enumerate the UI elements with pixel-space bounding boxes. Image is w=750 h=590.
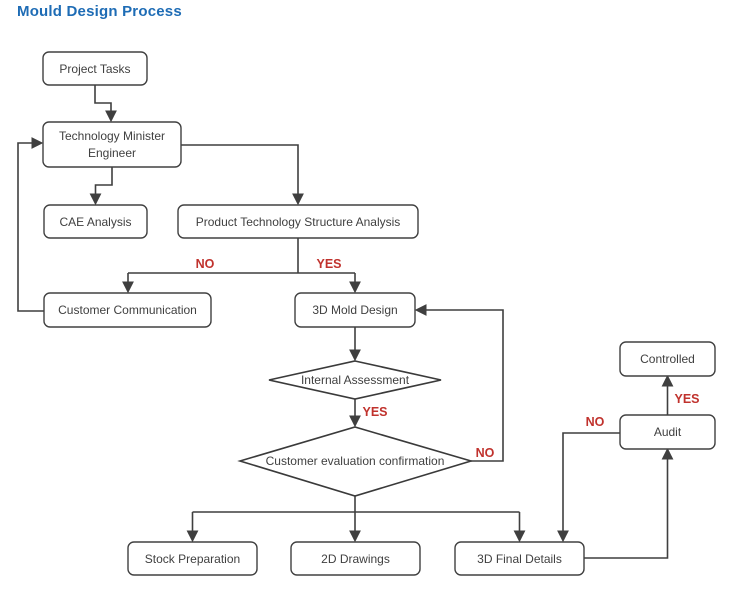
edge-communication-to-minister-feedback bbox=[17, 137, 44, 312]
cae-analysis-label: CAE Analysis bbox=[59, 215, 131, 229]
customer-evaluation-diamond bbox=[237, 426, 474, 497]
controlled-box bbox=[619, 341, 716, 377]
mold-design-box bbox=[294, 292, 416, 328]
final-details-box bbox=[454, 541, 585, 576]
node-customer-evaluation-confirmation: Customer evaluation confirmation bbox=[237, 426, 474, 497]
stock-preparation-box bbox=[127, 541, 258, 576]
node-3d-mold-design: 3D Mold Design bbox=[294, 292, 416, 328]
node-product-structure-analysis: Product Technology Structure Analysis bbox=[177, 204, 419, 239]
stock-preparation-label: Stock Preparation bbox=[145, 552, 240, 566]
edge-project-to-minister bbox=[94, 85, 117, 123]
node-controlled: Controlled bbox=[619, 341, 716, 377]
internal-assessment-diamond bbox=[268, 360, 442, 400]
label-structure-no: NO bbox=[196, 257, 215, 271]
edge-final-details-to-audit bbox=[584, 447, 674, 559]
project-tasks-label: Project Tasks bbox=[59, 62, 130, 76]
node-customer-communication: Customer Communication bbox=[43, 292, 212, 328]
edge-evaluation-no-to-mold bbox=[414, 304, 504, 462]
label-audit-yes: YES bbox=[674, 392, 699, 406]
connectors bbox=[17, 85, 674, 559]
drawings-2d-box bbox=[290, 541, 421, 576]
customer-communication-label: Customer Communication bbox=[58, 303, 197, 317]
project-tasks-box bbox=[42, 51, 148, 86]
final-details-label: 3D Final Details bbox=[477, 552, 562, 566]
label-internal-yes: YES bbox=[362, 405, 387, 419]
drawings-2d-label: 2D Drawings bbox=[321, 552, 390, 566]
mold-design-label: 3D Mold Design bbox=[312, 303, 397, 317]
edge-minister-to-cae bbox=[89, 167, 113, 206]
technology-minister-label-line1: Technology Minister bbox=[59, 129, 165, 143]
product-structure-box bbox=[177, 204, 419, 239]
customer-communication-box bbox=[43, 292, 212, 328]
node-cae-analysis: CAE Analysis bbox=[43, 204, 148, 239]
node-project-tasks: Project Tasks bbox=[42, 51, 148, 86]
controlled-label: Controlled bbox=[640, 352, 695, 366]
edge-audit-no-to-final-details bbox=[557, 432, 620, 543]
node-technology-minister-engineer: Technology Minister Engineer bbox=[42, 121, 182, 168]
internal-assessment-label: Internal Assessment bbox=[301, 373, 410, 387]
node-2d-drawings: 2D Drawings bbox=[290, 541, 421, 576]
technology-minister-box bbox=[42, 121, 182, 168]
audit-box bbox=[619, 414, 716, 450]
node-3d-final-details: 3D Final Details bbox=[454, 541, 585, 576]
node-internal-assessment: Internal Assessment bbox=[268, 360, 442, 400]
node-audit: Audit bbox=[619, 414, 716, 450]
page-title: Mould Design Process bbox=[17, 3, 182, 20]
customer-evaluation-label: Customer evaluation confirmation bbox=[266, 454, 445, 468]
label-evaluation-no: NO bbox=[476, 446, 495, 460]
node-stock-preparation: Stock Preparation bbox=[127, 541, 258, 576]
label-structure-yes: YES bbox=[316, 257, 341, 271]
edge-minister-to-structure bbox=[181, 144, 304, 206]
cae-analysis-box bbox=[43, 204, 148, 239]
branch-labels: NO YES YES NO NO YES bbox=[196, 257, 700, 460]
audit-label: Audit bbox=[654, 425, 682, 439]
technology-minister-label-line2: Engineer bbox=[88, 146, 136, 160]
product-structure-label: Product Technology Structure Analysis bbox=[196, 215, 401, 229]
label-audit-no: NO bbox=[586, 415, 605, 429]
